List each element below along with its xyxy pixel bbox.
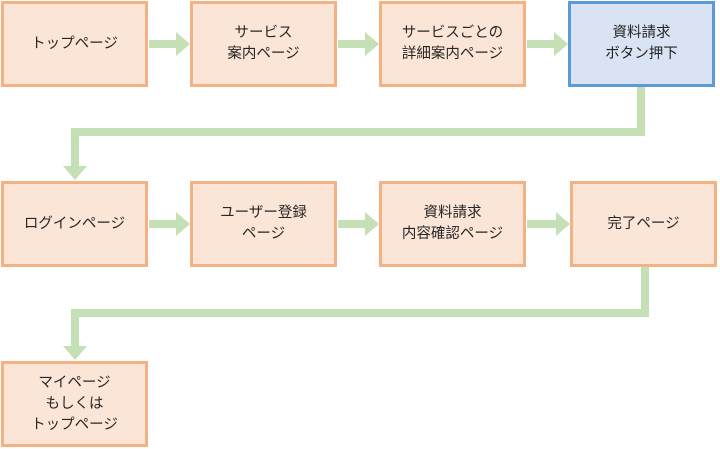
arrow-login-to-register bbox=[149, 212, 190, 236]
node-request-button-line-1: 資料請求 bbox=[612, 25, 671, 41]
arrow-register-to-confirm bbox=[338, 212, 379, 236]
node-register-page: ユーザー登録 ページ bbox=[190, 181, 337, 267]
node-service-detail-page: サービスごとの 詳細案内ページ bbox=[379, 1, 526, 87]
node-service-page-line-2: 案内ページ bbox=[227, 46, 300, 62]
node-service-page: サービス 案内ページ bbox=[190, 1, 337, 87]
arrow-detail-to-request bbox=[527, 32, 568, 56]
arrow-service-to-detail bbox=[338, 32, 379, 56]
node-login-page: ログインページ bbox=[1, 181, 148, 267]
node-register-page-line-1: ユーザー登録 bbox=[220, 205, 307, 221]
node-mypage-or-top-label: マイページ もしくは トップページ bbox=[31, 373, 118, 436]
node-top-page-label: トップページ bbox=[31, 34, 118, 55]
node-login-page-label: ログインページ bbox=[24, 214, 125, 235]
node-mypage-or-top-line-2: もしくは bbox=[45, 395, 104, 412]
node-service-page-line-1: サービス bbox=[234, 25, 293, 41]
node-request-button-label: 資料請求 ボタン押下 bbox=[605, 23, 678, 65]
node-service-detail-page-line-2: 詳細案内ページ bbox=[401, 46, 504, 62]
node-service-detail-page-line-1: サービスごとの bbox=[401, 25, 504, 41]
node-mypage-or-top-line-1: マイページ bbox=[38, 374, 111, 391]
node-complete-page-line-1: 完了ページ bbox=[607, 215, 680, 232]
node-mypage-or-top-line-3: トップページ bbox=[31, 416, 118, 433]
node-service-detail-page-label: サービスごとの 詳細案内ページ bbox=[402, 23, 503, 65]
node-service-page-label: サービス 案内ページ bbox=[227, 23, 299, 65]
node-register-page-line-2: ページ bbox=[241, 226, 286, 242]
node-complete-page: 完了ページ bbox=[570, 181, 717, 267]
arrow-confirm-to-complete bbox=[527, 212, 570, 236]
node-confirm-page: 資料請求 内容確認ページ bbox=[379, 181, 526, 267]
node-complete-page-label: 完了ページ bbox=[607, 214, 679, 235]
node-confirm-page-label: 資料請求 内容確認ページ bbox=[402, 203, 503, 245]
arrow-complete-to-mypage bbox=[63, 267, 649, 360]
node-top-page: トップページ bbox=[1, 1, 148, 87]
arrow-top-to-service bbox=[149, 32, 190, 56]
node-request-button: 資料請求 ボタン押下 bbox=[568, 1, 715, 87]
node-confirm-page-line-2: 内容確認ページ bbox=[401, 226, 504, 242]
arrow-request-to-login bbox=[63, 87, 645, 180]
node-register-page-label: ユーザー登録 ページ bbox=[220, 203, 307, 245]
node-mypage-or-top: マイページ もしくは トップページ bbox=[1, 361, 148, 447]
node-top-page-line-1: トップページ bbox=[31, 35, 118, 52]
node-login-page-line-1: ログインページ bbox=[23, 215, 126, 232]
node-request-button-line-2: ボタン押下 bbox=[605, 46, 678, 62]
node-confirm-page-line-1: 資料請求 bbox=[423, 205, 482, 221]
